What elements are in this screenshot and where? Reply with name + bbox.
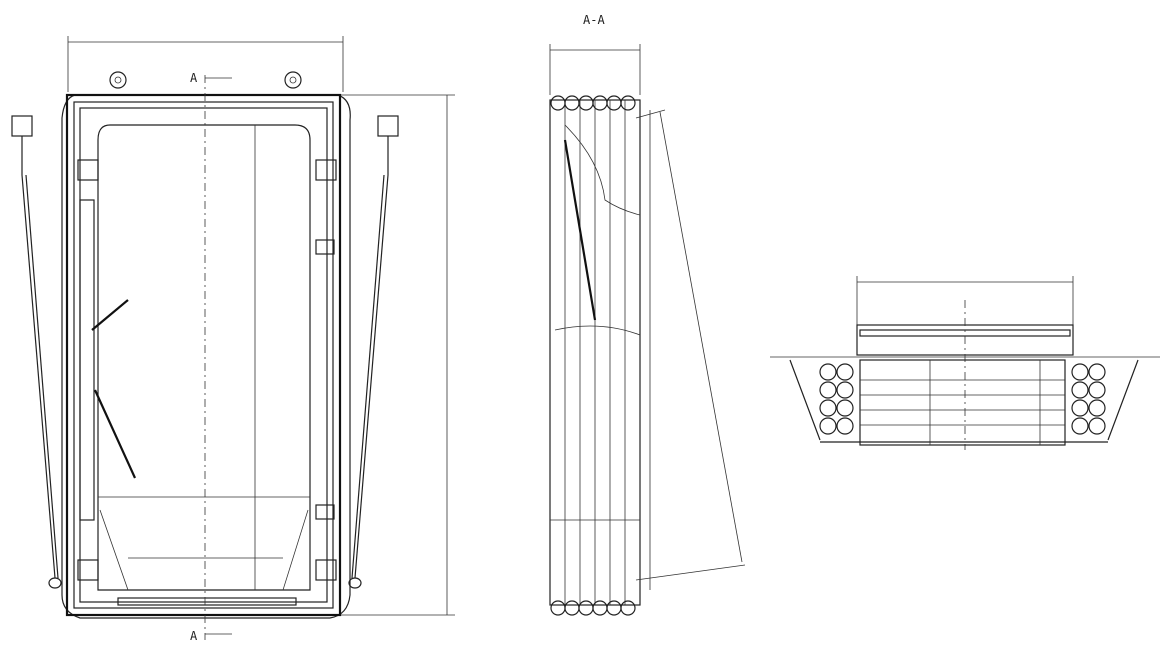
- stowed-view: [770, 276, 1160, 450]
- section-mark-bottom: A: [190, 629, 198, 643]
- front-view: A A: [11, 36, 455, 643]
- binder-icon-left: [11, 115, 33, 137]
- section-view: A-A: [549, 13, 746, 616]
- section-title: A-A: [583, 13, 605, 27]
- section-mark-top: A: [190, 71, 198, 85]
- binder-icon-right: [377, 115, 399, 137]
